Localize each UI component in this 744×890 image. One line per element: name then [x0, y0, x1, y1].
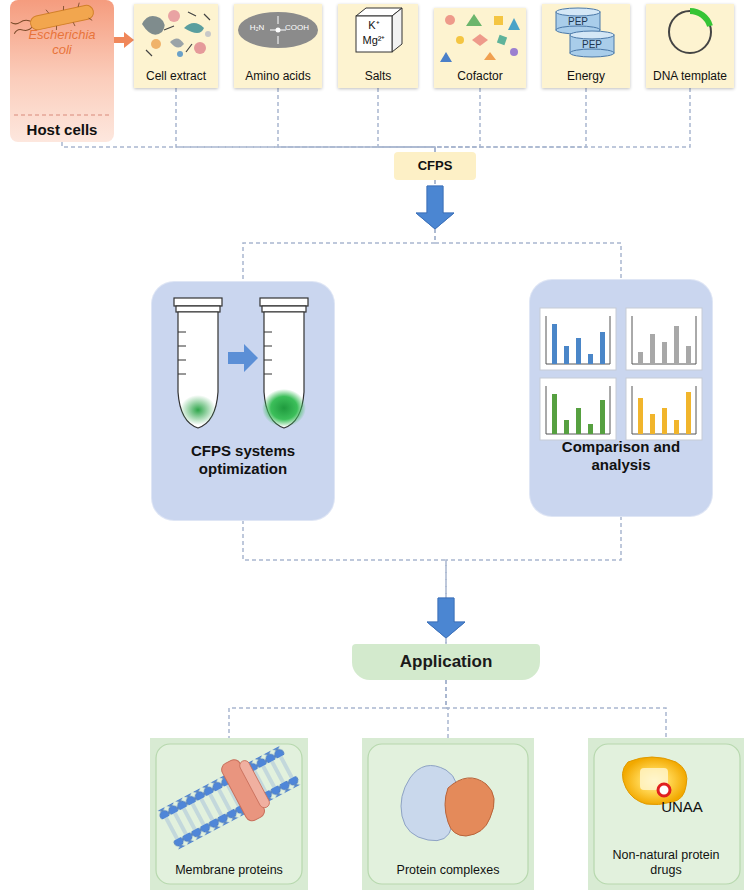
connector	[435, 88, 480, 152]
cofactor-illustration	[434, 10, 526, 66]
arrow-head	[124, 32, 134, 48]
connector	[435, 88, 690, 152]
connector	[435, 88, 586, 152]
bar-chart	[626, 378, 702, 440]
bar-chart	[540, 308, 616, 370]
block-arrow	[427, 598, 465, 638]
connector	[114, 32, 134, 48]
connector-line	[435, 88, 690, 152]
connector	[416, 180, 621, 280]
inline-label: Mg²⁺	[363, 35, 386, 46]
inline-label: UNAA	[661, 799, 703, 814]
component-box: Amino acids	[234, 4, 322, 88]
method-panel: Comparison and analysis	[530, 280, 712, 516]
bar-charts-illustration	[530, 280, 712, 460]
connector	[378, 88, 435, 152]
node-label: Cell extract	[146, 69, 206, 83]
inline-label: PEP	[568, 17, 588, 27]
inline-label: H₂N	[250, 24, 265, 32]
connector-line	[378, 88, 435, 152]
pep-cylinders-illustration	[542, 4, 630, 64]
application-box: Protein complexes	[362, 738, 534, 890]
connector-line	[243, 520, 446, 644]
component-box: Cell extract	[134, 4, 218, 88]
node-label: Non-natural protein drugs	[596, 848, 736, 878]
connector-line	[278, 88, 435, 152]
amino-acid-illustration	[234, 6, 322, 66]
component-box: Cofactor	[434, 8, 526, 88]
connector	[229, 680, 446, 738]
node-label: Host cells	[27, 121, 98, 139]
tube	[260, 298, 308, 428]
connector-line	[435, 180, 621, 280]
connector-line	[229, 680, 446, 738]
cell-extract-illustration	[134, 4, 218, 64]
heading-band: Application	[352, 644, 540, 680]
connector	[176, 88, 435, 152]
connector-line	[435, 88, 480, 152]
application-box: Non-natural protein drugs	[588, 738, 744, 890]
node-label: Cofactor	[457, 69, 502, 83]
node-label: Application	[400, 652, 493, 672]
host-cells-box: Escherichia coliHost cells	[10, 0, 114, 142]
node-label: Membrane proteins	[175, 863, 283, 878]
node-label: Comparison and analysis	[546, 438, 696, 474]
inline-label: PEP	[582, 40, 602, 50]
node-label: Protein complexes	[397, 863, 500, 878]
node-label: Salts	[365, 69, 392, 83]
plasmid-illustration	[646, 4, 734, 64]
connector-line	[446, 516, 621, 644]
connector-line	[435, 88, 586, 152]
tubes-illustration	[152, 282, 334, 442]
connector-line	[243, 180, 435, 282]
connector	[427, 516, 621, 644]
process-box: CFPS	[394, 152, 476, 180]
organism-name: Escherichia coli	[22, 28, 102, 58]
component-box: Salts	[338, 4, 418, 88]
node-label: Energy	[567, 69, 605, 83]
application-box: Membrane proteins	[150, 738, 308, 890]
inline-label: K⁺	[368, 20, 379, 31]
connector	[446, 680, 666, 738]
node-label: CFPS systems optimization	[168, 442, 318, 478]
connector-line	[114, 37, 125, 43]
block-arrow	[427, 598, 465, 638]
connector	[278, 88, 435, 152]
connector	[243, 180, 454, 282]
method-panel: CFPS systems optimization	[152, 282, 334, 520]
bar-chart	[626, 308, 702, 370]
block-arrow	[416, 186, 454, 229]
lipid-bilayer	[152, 738, 306, 859]
node-label: DNA template	[653, 69, 727, 83]
connector-line	[176, 88, 435, 152]
tube	[174, 298, 222, 428]
block-arrow	[416, 186, 454, 229]
bar-chart	[540, 378, 616, 440]
node-label: Amino acids	[245, 69, 310, 83]
inline-label: COOH	[285, 24, 309, 32]
connector	[243, 520, 465, 644]
connector-line	[446, 680, 666, 738]
component-box: DNA template	[646, 4, 734, 88]
bacterium-illustration	[10, 0, 114, 142]
node-label: CFPS	[418, 158, 453, 174]
